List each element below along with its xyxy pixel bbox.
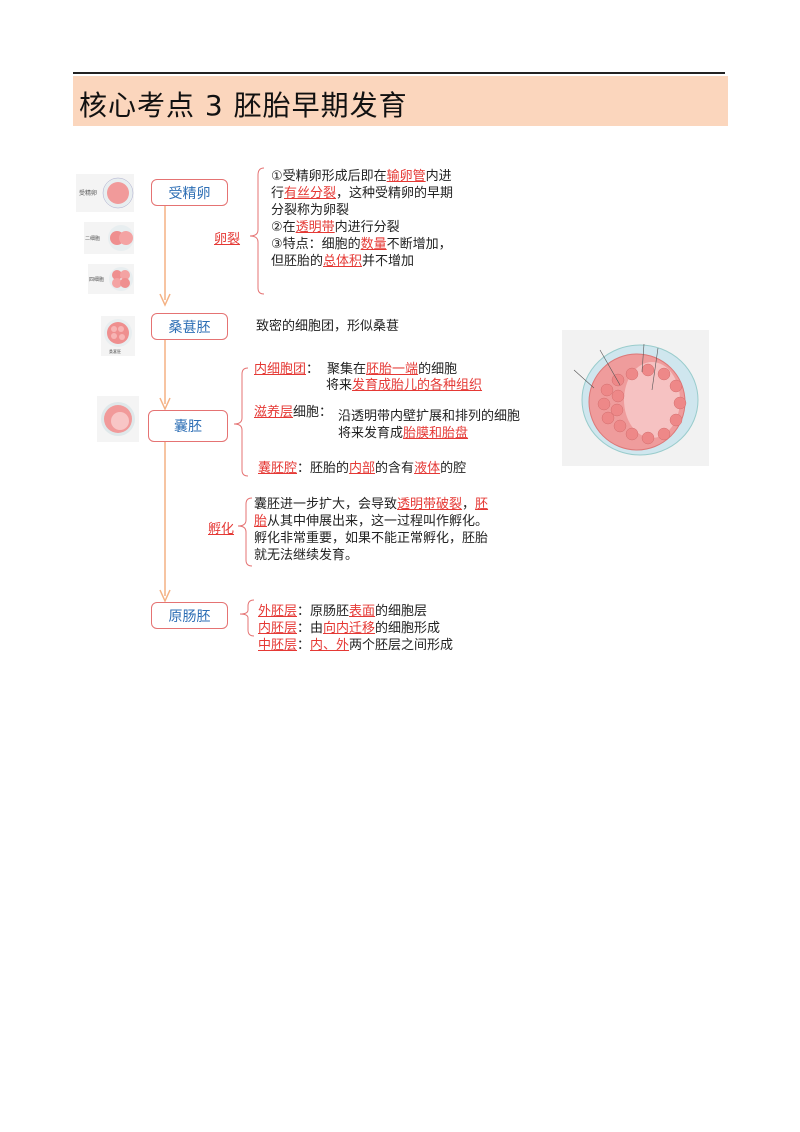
cleavage-line-2: 行有丝分裂，这种受精卵的早期 [271,186,454,201]
morula-description: 致密的细胞团，形似桑葚 [256,319,400,334]
title-bar: 核心考点 3 胚胎早期发育 [73,76,728,126]
mesoderm-line: 中胚层：内、外两个胚层之间形成 [258,638,454,653]
blastocyst-illustration [562,330,709,466]
node-gastrula: 原肠胚 [151,602,228,629]
four-cell-thumb-label: 四细胞 [89,276,104,283]
ectoderm-line: 外胚层：原肠胚表面的细胞层 [258,604,428,619]
endoderm-line: 内胚层：由向内迁移的细胞形成 [258,621,441,636]
zygote-thumbnail: 受精卵 [76,174,134,212]
cleavage-line-4: ②在透明带内进行分裂 [271,220,400,235]
hatching-line-1: 囊胚进一步扩大，会导致透明带破裂，胚 [254,497,489,512]
node-zygote: 受精卵 [151,179,228,206]
cleavage-line-1: ①受精卵形成后即在输卵管内进 [271,169,452,184]
two-cell-thumb-label: 二细胞 [85,235,100,242]
blastocoel-line: 囊胚腔：胚胎的内部的含有液体的腔 [258,461,467,476]
hatching-line-3: 孵化非常重要，如果不能正常孵化，胚胎 [254,531,489,546]
two-cell-thumbnail: 二细胞 [84,222,134,254]
icm-line-1: 内细胞团：聚集在胚胎一端的细胞 [254,362,458,377]
morula-thumb-label: 桑葚胚 [109,348,121,354]
node-morula: 桑葚胚 [151,313,228,340]
top-rule [73,72,725,74]
hatching-line-2: 胎从其中伸展出来，这一过程叫作孵化。 [254,514,489,529]
morula-thumbnail: 桑葚胚 [101,316,135,356]
page-title: 核心考点 3 胚胎早期发育 [79,89,408,122]
trophoblast-line-1: 沿透明带内壁扩展和排列的细胞 [338,409,521,424]
hatching-label: 孵化 [208,522,235,537]
cleavage-line-5: ③特点：细胞的数量不断增加， [271,237,452,252]
blastocyst-thumbnail [97,396,139,442]
trophoblast-line-2: 将来发育成胎膜和胎盘 [338,426,469,441]
zygote-thumb-label: 受精卵 [79,189,97,197]
cleavage-line-6: 但胚胎的总体积并不增加 [271,254,415,269]
node-blastocyst: 囊胚 [148,410,228,442]
trophoblast-label-line: 滋养层细胞： [254,405,333,420]
cleavage-line-3: 分裂称为卵裂 [271,203,350,218]
hatching-line-4: 就无法继续发育。 [254,548,359,563]
four-cell-thumbnail: 四细胞 [88,264,134,294]
cleavage-label: 卵裂 [214,232,241,247]
icm-line-2: 将来发育成胎儿的各种组织 [326,378,483,393]
